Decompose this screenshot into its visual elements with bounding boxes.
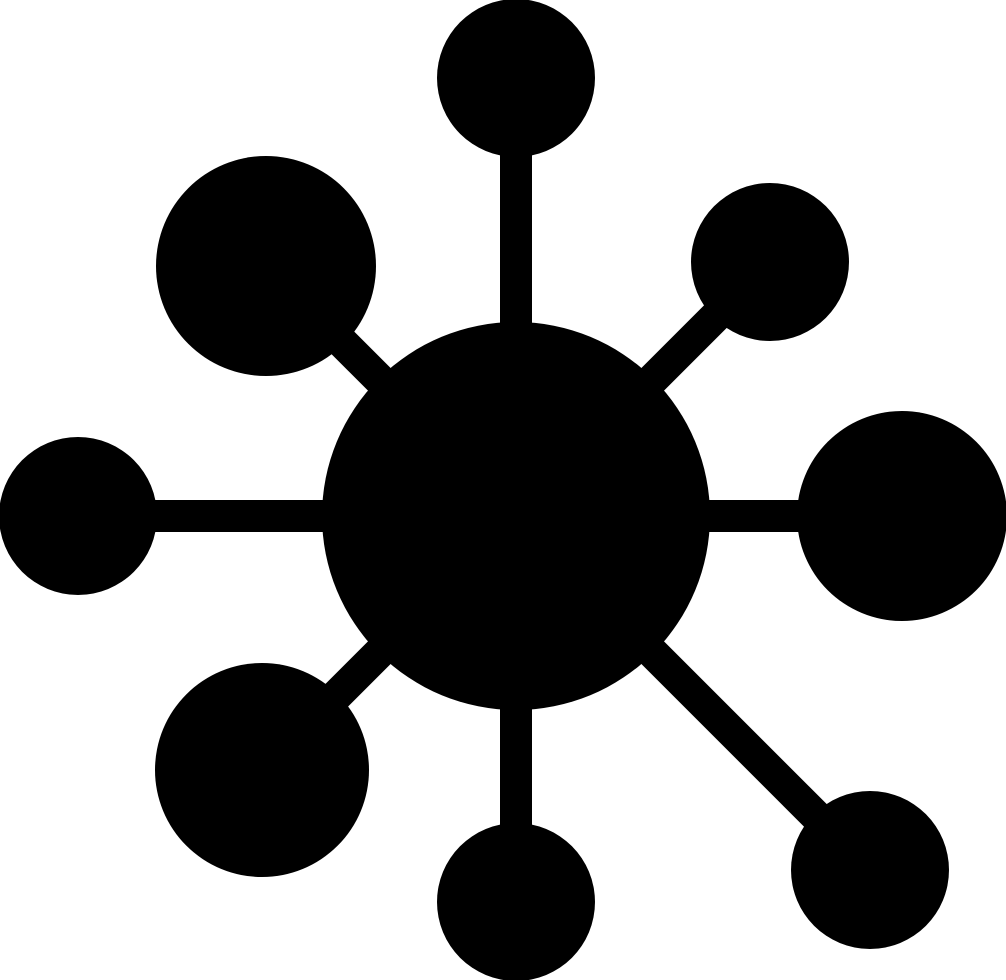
node-bottom-left [155, 663, 369, 877]
node-right [797, 411, 1006, 621]
node-left [0, 437, 157, 595]
node-top [437, 0, 595, 157]
node-bottom [437, 823, 595, 980]
node-top-left [156, 156, 376, 376]
hub-node [322, 322, 710, 710]
node-top-right [691, 183, 849, 341]
node-bottom-right [791, 791, 949, 949]
